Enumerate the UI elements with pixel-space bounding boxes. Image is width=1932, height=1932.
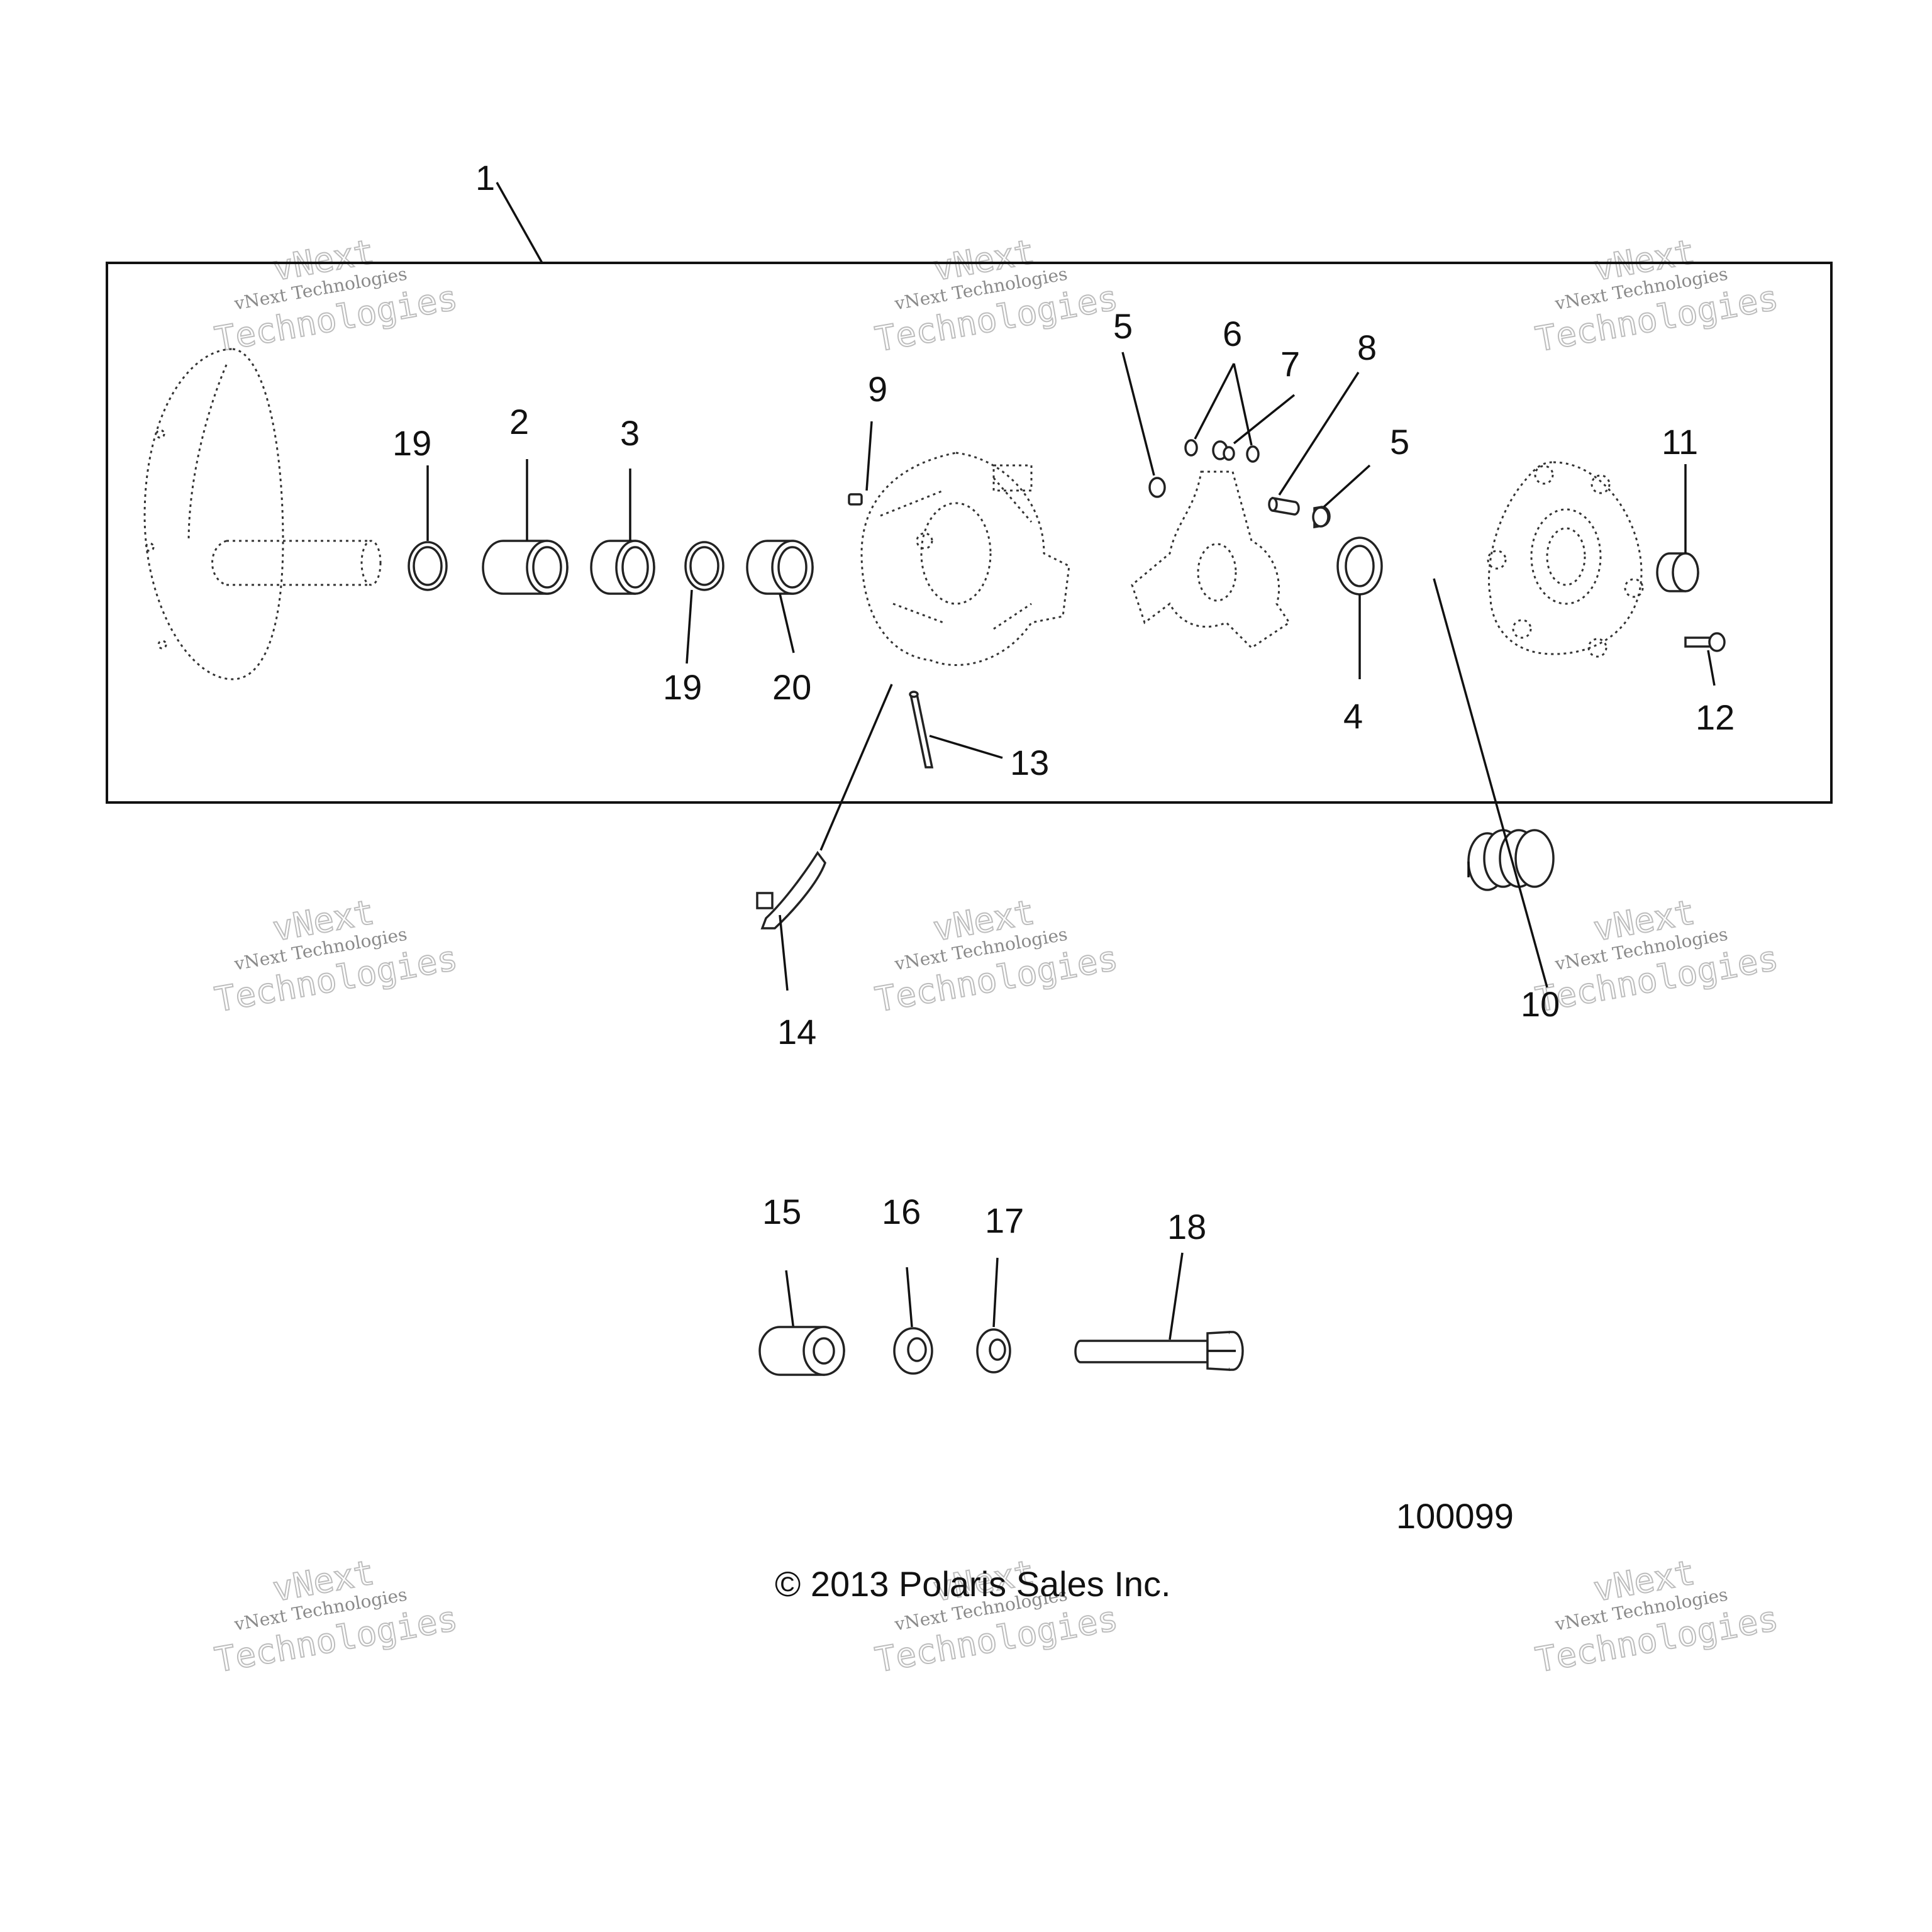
watermark: vNext Technologies vNext Technologies [872, 892, 1121, 1021]
watermarks: vNext Technologies vNext Technologies vN… [211, 231, 1782, 1681]
callout-18: 18 [1167, 1207, 1206, 1246]
o-ring-part [1184, 439, 1198, 457]
watermark: vNext Technologies vNext Technologies [872, 231, 1121, 360]
retaining-ring-part [408, 541, 448, 591]
callout-20: 20 [772, 667, 811, 707]
assembly-box [106, 262, 1833, 804]
callout-5-b: 5 [1390, 422, 1409, 462]
button-part [1312, 506, 1331, 529]
callout-17: 17 [985, 1201, 1024, 1240]
callout-3: 3 [620, 413, 640, 453]
roller-part [1223, 446, 1235, 461]
retaining-ring-part [684, 541, 724, 591]
bushing-part [746, 540, 814, 595]
callout-14: 14 [777, 1012, 816, 1052]
movable-sheave-part [143, 348, 382, 680]
washer-part [893, 1327, 933, 1375]
figure-number: 100099 [1396, 1496, 1514, 1536]
callout-10: 10 [1521, 984, 1560, 1024]
button-part [1148, 477, 1166, 498]
callout-15: 15 [762, 1192, 801, 1231]
copyright-notice: © 2013 Polaris Sales Inc. [775, 1564, 1171, 1604]
callout-8: 8 [1357, 328, 1377, 367]
bushing-part [590, 540, 655, 595]
watermark: vNext Technologies vNext Technologies [211, 231, 461, 360]
spring-part [1467, 829, 1555, 891]
sheave-housing-part [860, 452, 1070, 666]
bushing-part [1656, 552, 1699, 592]
callout-19-b: 19 [663, 667, 702, 707]
pin-part [1268, 496, 1300, 516]
spacer-part [758, 1326, 845, 1376]
pin-part [909, 691, 934, 769]
callout-13: 13 [1010, 743, 1049, 782]
spider-cover-part [1487, 461, 1644, 658]
callout-2: 2 [509, 402, 529, 441]
watermark: vNext Technologies vNext Technologies [872, 1552, 1121, 1681]
watermark: vNext Technologies vNext Technologies [1532, 1552, 1782, 1681]
watermark: vNext Technologies vNext Technologies [211, 892, 461, 1021]
callout-9: 9 [868, 369, 887, 409]
leader-line-1 [496, 182, 543, 264]
spider-part [1131, 470, 1291, 649]
callout-5: 5 [1113, 306, 1133, 346]
callout-7: 7 [1280, 344, 1300, 384]
o-ring-part [1246, 445, 1260, 463]
callout-6: 6 [1223, 314, 1242, 353]
callout-12: 12 [1696, 697, 1735, 737]
callout-1: 1 [475, 158, 495, 197]
set-screw-part [848, 493, 863, 506]
watermark: vNext Technologies vNext Technologies [1532, 231, 1782, 360]
callout-11: 11 [1662, 422, 1698, 462]
callouts: 1 19 2 3 19 20 9 13 14 5 6 7 8 5 4 10 11… [392, 158, 1735, 1246]
bushing-part [482, 540, 569, 595]
leader-lines [426, 352, 1716, 1340]
watermark: vNext Technologies vNext Technologies [1532, 892, 1782, 1021]
callout-19: 19 [392, 423, 431, 463]
shift-weight-part [756, 850, 826, 930]
watermark: vNext Technologies vNext Technologies [211, 1552, 461, 1681]
washer-part [1336, 536, 1383, 596]
callout-16: 16 [882, 1192, 921, 1231]
bolt-part [1074, 1331, 1244, 1371]
screw-part [1684, 632, 1726, 652]
lock-washer-part [976, 1328, 1011, 1374]
callout-4: 4 [1343, 696, 1363, 736]
